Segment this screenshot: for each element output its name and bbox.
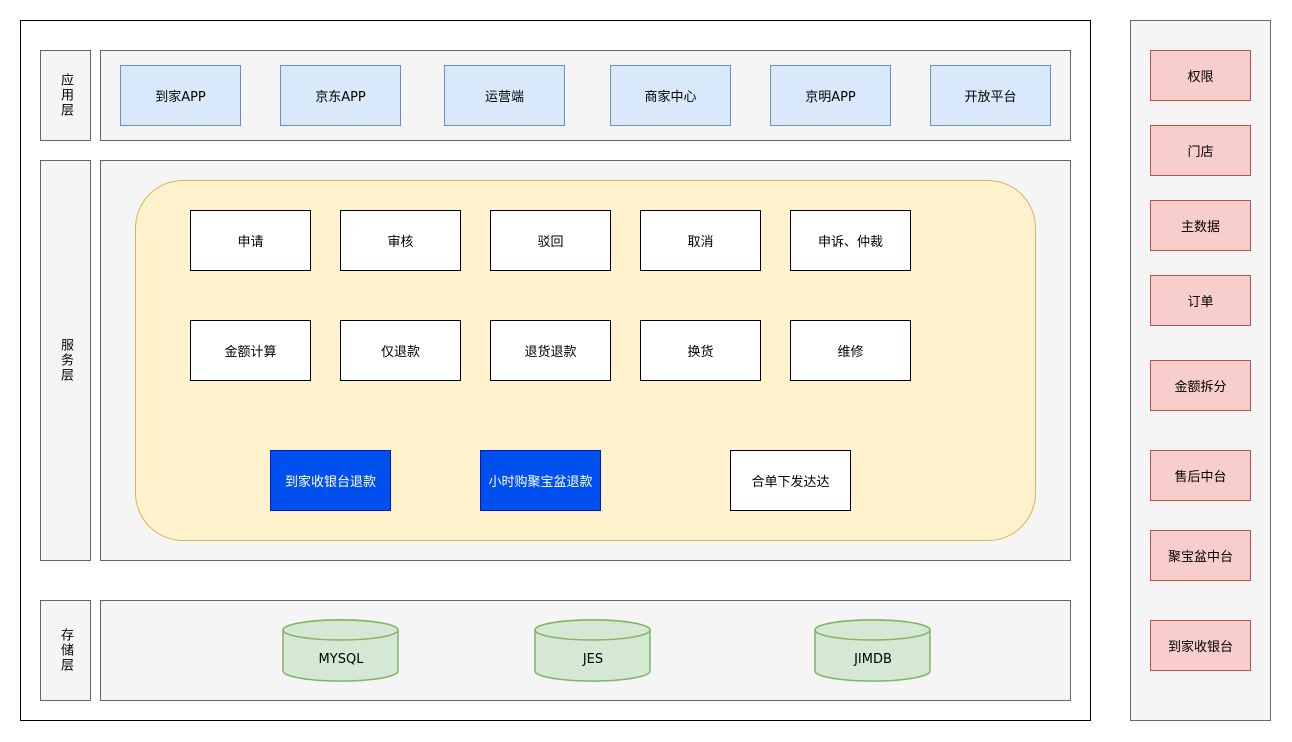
dependency-item: 售后中台 [1150,450,1251,501]
dependency-item: 聚宝盆中台 [1150,530,1251,581]
app-item-label: 商家中心 [644,90,697,105]
service-item: 合单下发达达 [730,450,851,511]
database-label-text: JIMDB [854,651,892,667]
database-cylinder [814,619,931,682]
app-item-label: 京明APP [805,90,856,105]
service-item-label: 退货退款 [524,345,577,360]
service-item: 维修 [790,320,911,381]
service-item-label: 金额计算 [224,345,277,360]
dependency-item: 权限 [1150,50,1251,101]
app-layer-text: 应用层 [58,73,73,118]
service-item: 退货退款 [490,320,611,381]
service-item: 申诉、仲裁 [790,210,911,271]
app-item-label: 京东APP [315,90,366,105]
app-layer-label: 应用层 [40,50,91,141]
service-item: 金额计算 [190,320,311,381]
storage-layer-text: 存储层 [58,628,73,673]
service-item-label: 仅退款 [380,345,420,360]
service-layer-text: 服务层 [58,338,73,383]
app-item: 京明APP [770,65,891,126]
service-special-item: 到家收银台退款 [270,450,391,511]
service-item-label: 换货 [687,345,714,360]
dependency-item: 到家收银台 [1150,620,1251,671]
dependency-item: 门店 [1150,125,1251,176]
database-label-text: MYSQL [318,651,364,667]
dependency-label: 到家收银台 [1167,640,1233,655]
app-item: 商家中心 [610,65,731,126]
app-item: 运营端 [444,65,565,126]
app-item-label: 运营端 [484,90,524,105]
database-cylinder [534,619,651,682]
dependency-label: 金额拆分 [1174,380,1227,395]
service-item: 仅退款 [340,320,461,381]
database-label: JIMDB [815,645,931,673]
service-item: 取消 [640,210,761,271]
dependency-label: 订单 [1187,295,1214,310]
dependency-item: 金额拆分 [1150,360,1251,411]
service-item: 申请 [190,210,311,271]
service-item-label: 取消 [687,235,714,250]
dependency-label: 售后中台 [1174,470,1227,485]
service-item: 驳回 [490,210,611,271]
app-item: 开放平台 [930,65,1051,126]
dependency-label: 聚宝盆中台 [1167,550,1233,565]
service-item-label: 申诉、仲裁 [817,235,883,250]
dependency-item: 主数据 [1150,200,1251,251]
service-item: 换货 [640,320,761,381]
dependency-item: 订单 [1150,275,1251,326]
dependency-label: 权限 [1187,70,1214,85]
app-item-label: 开放平台 [964,90,1017,105]
service-item: 审核 [340,210,461,271]
service-special-label: 到家收银台退款 [284,475,376,490]
service-item-label: 合单下发达达 [751,475,830,490]
dependency-label: 主数据 [1180,220,1220,235]
database-cylinder [282,619,399,682]
database-label: JES [535,645,651,673]
service-item-label: 申请 [237,235,264,250]
app-item: 到家APP [120,65,241,126]
database-label-text: JES [582,651,604,667]
database-label: MYSQL [283,645,399,673]
service-special-item: 小时购聚宝盆退款 [480,450,601,511]
service-item-label: 维修 [837,345,864,360]
service-item-label: 驳回 [537,235,564,250]
service-item-label: 审核 [387,235,414,250]
dependency-label: 门店 [1187,145,1214,160]
storage-layer-label: 存储层 [40,600,91,701]
app-item-label: 到家APP [155,90,206,105]
app-layer-panel [100,50,1071,141]
service-special-label: 小时购聚宝盆退款 [488,475,593,490]
app-item: 京东APP [280,65,401,126]
service-layer-label: 服务层 [40,160,91,561]
